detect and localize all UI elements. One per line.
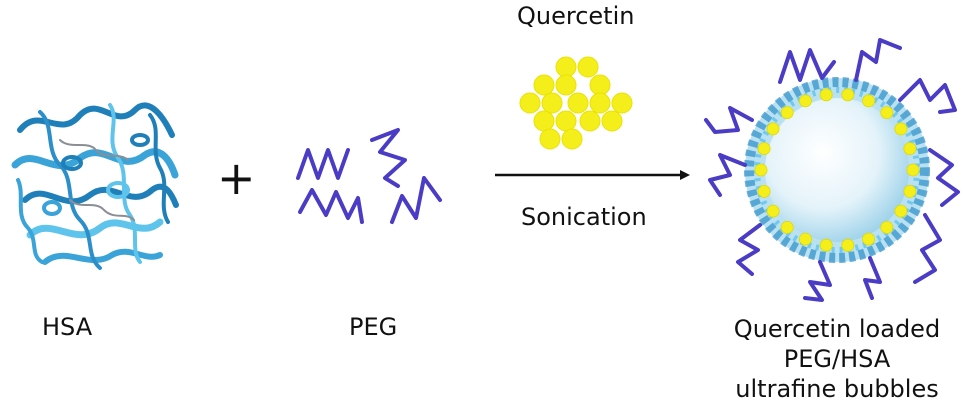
loaded-quercetin-particle [880,106,894,119]
peg-chain [296,148,350,180]
peg-chain [736,223,762,276]
product-label-line1: Quercetin loaded [733,315,941,343]
loaded-quercetin-particle [819,88,833,102]
loaded-quercetin-particle [754,163,768,177]
loaded-quercetin-particle [799,232,812,246]
loaded-quercetin-particle [894,122,908,136]
quercetin-particle [539,128,561,150]
quercetin-particle [555,110,577,132]
peg-chain [708,153,747,197]
quercetin-particle [541,92,563,114]
quercetin-particle [567,92,589,114]
reaction-arrow [495,170,690,180]
loaded-quercetin-particle [799,94,812,108]
loaded-quercetin-particle [819,238,833,252]
hsa-protein-structure [11,102,179,270]
sonication-label: Sonication [521,203,647,231]
quercetin-particle [579,110,601,132]
quercetin-particle [555,74,577,96]
quercetin-cluster [519,56,633,150]
loaded-quercetin-particles [754,88,920,252]
loaded-quercetin-particle [757,142,771,156]
peg-chain [778,48,836,84]
peg-chain [298,188,364,224]
loaded-quercetin-particle [862,94,875,108]
product-label-line2: PEG/HSA [783,345,891,373]
quercetin-particle [519,92,541,114]
loaded-quercetin-particle [862,232,875,246]
quercetin-particle [589,92,611,114]
loaded-quercetin-particle [903,184,917,198]
quercetin-particle [561,128,583,150]
loaded-quercetin-particle [766,204,780,218]
loaded-quercetin-particle [894,204,908,218]
peg-chain [854,38,902,82]
product-bubble [704,38,960,302]
arrowhead-icon [680,170,690,180]
peg-chain [370,128,407,188]
peg-chain [898,78,957,114]
surface-peg-chains [704,38,960,302]
product-label-line3: ultrafine bubbles [735,375,939,403]
loaded-quercetin-particle [906,163,920,177]
quercetin-particle [589,74,611,96]
peg-chains [296,128,442,224]
hsa-label: HSA [42,313,93,341]
product-label: Quercetin loaded PEG/HSA ultrafine bubbl… [712,314,962,404]
peg-chain [863,256,882,300]
loaded-quercetin-particle [841,238,855,252]
peg-chain [704,106,754,134]
peg-chain [928,148,960,207]
loaded-quercetin-particle [780,220,794,234]
loaded-quercetin-particle [841,88,855,102]
loaded-quercetin-particle [903,142,917,156]
loaded-quercetin-particle [880,220,894,234]
quercetin-particle [577,56,599,78]
loaded-quercetin-particle [766,122,780,136]
peg-chain [803,260,832,302]
quercetin-particle [611,92,633,114]
quercetin-particle [533,110,555,132]
loaded-quercetin-particle [780,106,794,119]
quercetin-label: Quercetin [517,2,635,30]
loaded-quercetin-particle [757,184,771,198]
peg-label: PEG [349,313,398,341]
peg-chain [390,176,442,224]
quercetin-particle [555,56,577,78]
quercetin-particle [533,74,555,96]
quercetin-particle [601,110,623,132]
peg-chain [913,213,942,284]
plus-sign: + [217,151,256,205]
bubble-core [765,98,909,242]
